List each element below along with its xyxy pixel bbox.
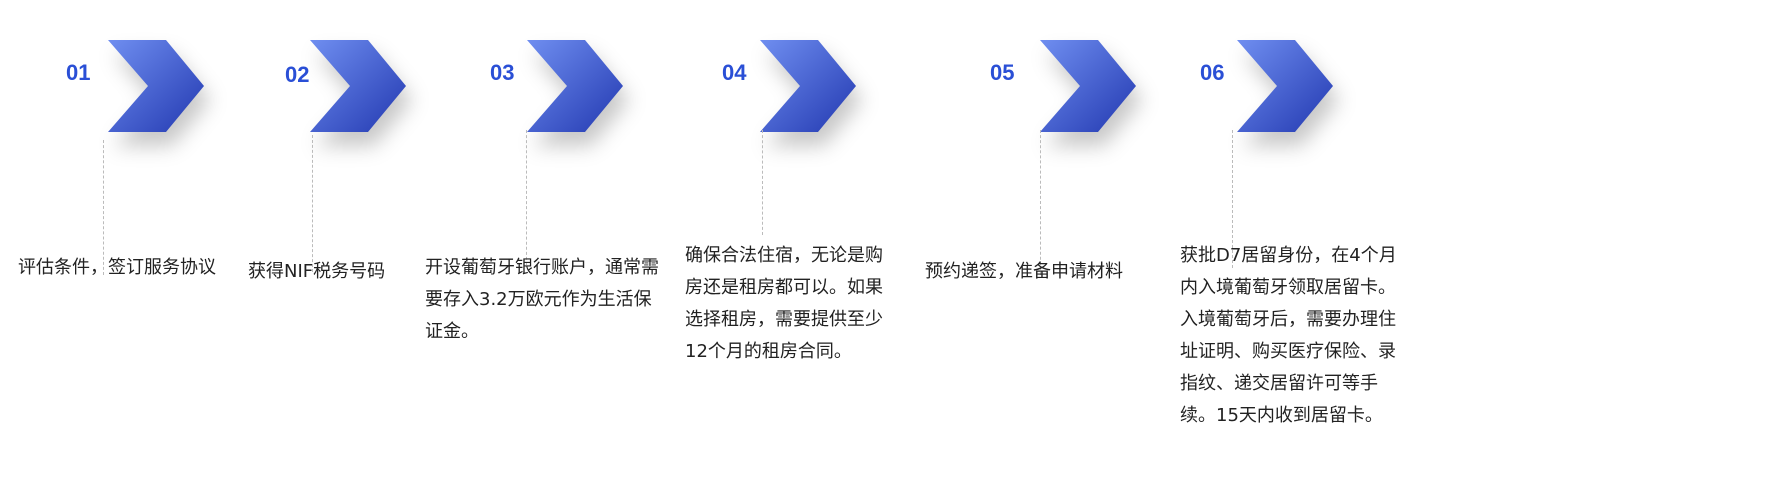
- step-description: 评估条件，签订服务协议: [18, 257, 216, 278]
- connector-line: [1232, 130, 1233, 268]
- chevron-arrow-icon: [1040, 40, 1136, 132]
- chevron-arrow-icon: [1237, 40, 1333, 132]
- step-number: 06: [1200, 60, 1225, 85]
- step-description: 确保合法住宿，无论是购房还是租房都可以。如果选择租房，需要提供至少12个月的租房…: [685, 245, 883, 362]
- step-description: 获批D7居留身份，在4个月内入境葡萄牙领取居留卡。入境葡萄牙后，需要办理住址证明…: [1180, 245, 1397, 426]
- connector-line: [526, 130, 527, 265]
- step-description: 获得NIF税务号码: [248, 261, 386, 282]
- step-number: 01: [66, 60, 91, 85]
- step-number: 02: [285, 62, 310, 87]
- step-number: 03: [490, 60, 515, 85]
- step-number: 04: [722, 60, 747, 85]
- chevron-arrow-icon: [310, 40, 406, 132]
- chevron-arrow-icon: [108, 40, 204, 132]
- chevron-arrow-icon: [760, 40, 856, 132]
- step-description: 预约递签，准备申请材料: [925, 261, 1123, 282]
- chevron-arrow-icon: [527, 40, 623, 132]
- connector-line: [762, 130, 763, 235]
- step-description: 开设葡萄牙银行账户，通常需要存入3.2万欧元作为生活保证金。: [425, 257, 659, 342]
- connector-line: [1040, 130, 1041, 275]
- step-number: 05: [990, 60, 1015, 85]
- connector-line: [103, 140, 104, 275]
- connector-line: [312, 135, 313, 272]
